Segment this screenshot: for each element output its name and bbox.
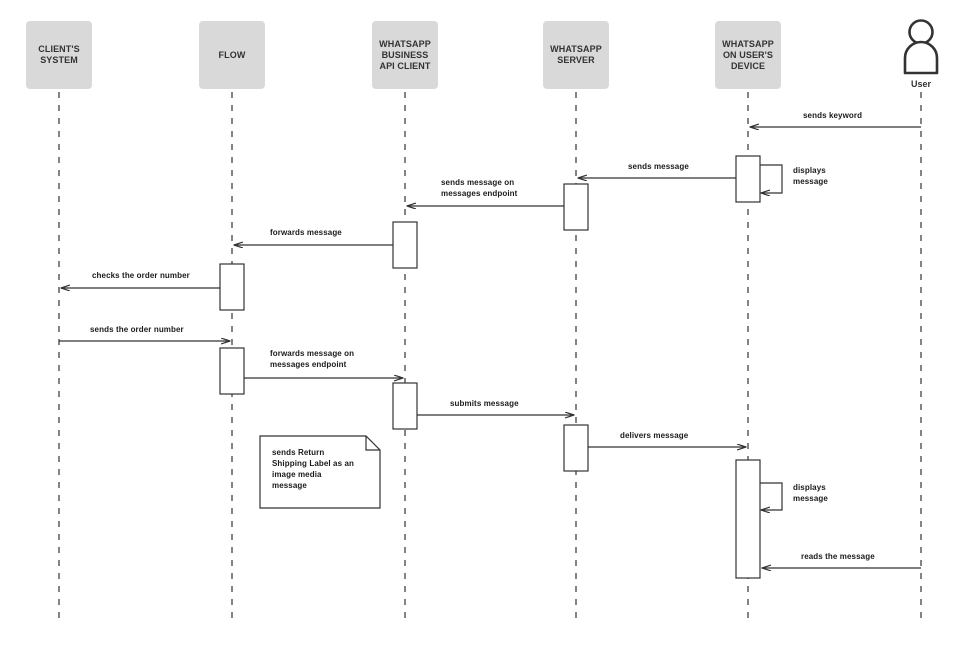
activation-bar-whatsapp-server: [563, 424, 589, 472]
message-label-msg-delivers-message: delivers message: [620, 431, 689, 440]
activation-bar-flow: [219, 347, 245, 395]
participant-whatsapp-business-api-client[interactable]: WHATSAPP BUSINESS API CLIENT: [372, 21, 438, 89]
actor-body: [903, 40, 939, 75]
participant-flow[interactable]: FLOW: [199, 21, 265, 89]
note-shape-note-return-shipping-label: [259, 435, 381, 509]
message-label-msg-forwards-message-on-messages-endpoint: forwards message on messages endpoint: [270, 349, 355, 369]
activation-bar-whatsapp-on-users-device: [735, 155, 761, 203]
activation-bar-whatsapp-business-api-client: [392, 221, 418, 269]
participant-label-whatsapp-business-api-client: WHATSAPP BUSINESS API CLIENT: [379, 38, 431, 71]
message-label-msg-sends-message: sends message: [628, 162, 689, 171]
message-label-msg-checks-the-order-number: checks the order number: [92, 271, 190, 280]
message-label-msg-reads-the-message: reads the message: [801, 552, 875, 561]
user-actor-icon: [903, 19, 939, 75]
participant-whatsapp-on-users-device[interactable]: WHATSAPP ON USER'S DEVICE: [715, 21, 781, 89]
message-label-msg-sends-message-on-messages-endpoint: sends message on messages endpoint: [441, 178, 518, 198]
participant-whatsapp-server[interactable]: WHATSAPP SERVER: [543, 21, 609, 89]
participant-label-whatsapp-server: WHATSAPP SERVER: [550, 44, 602, 65]
activation-bar-flow: [219, 263, 245, 311]
note-text-note-return-shipping-label: sends Return Shipping Label as an image …: [272, 448, 355, 490]
message-label-msg-sends-the-order-number: sends the order number: [90, 325, 184, 334]
self-message-msg-displays-message-2: [760, 482, 783, 510]
note-fold-note-return-shipping-label: [365, 436, 380, 451]
actor-head: [908, 19, 934, 45]
participant-client-system[interactable]: CLIENT'S SYSTEM: [26, 21, 92, 89]
participant-label-flow: FLOW: [218, 49, 246, 60]
message-label-msg-sends-keyword: sends keyword: [803, 111, 863, 120]
activation-bar-whatsapp-business-api-client: [392, 382, 418, 430]
message-label-msg-displays-message-1: displays message: [793, 166, 828, 186]
participant-label-user: User: [910, 79, 931, 89]
activation-bars-group: [219, 155, 761, 579]
activation-bar-whatsapp-on-users-device: [735, 459, 761, 579]
message-label-msg-submits-message: submits message: [450, 399, 519, 408]
participant-user[interactable]: User: [897, 18, 945, 89]
activation-bar-whatsapp-server: [563, 183, 589, 231]
message-label-msg-displays-message-2: displays message: [793, 483, 828, 503]
lifelines-group: [58, 92, 922, 618]
participant-label-whatsapp-on-users-device: WHATSAPP ON USER'S DEVICE: [722, 38, 774, 71]
participant-label-client-system: CLIENT'S SYSTEM: [38, 44, 80, 65]
self-message-msg-displays-message-1: [760, 164, 783, 193]
message-label-msg-forwards-message: forwards message: [270, 228, 342, 237]
message-arrows-group: [59, 127, 921, 568]
notes-group: [259, 435, 381, 509]
